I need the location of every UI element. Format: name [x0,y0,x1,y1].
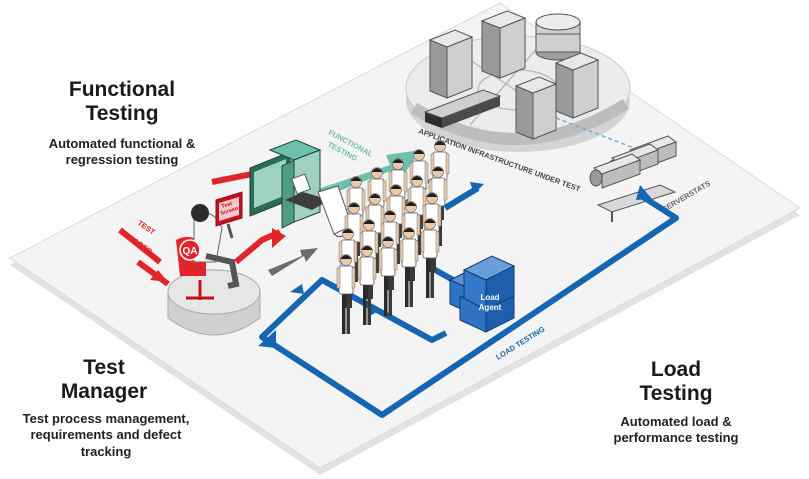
server-icon [554,52,600,119]
server-icon [514,76,558,140]
monitoring-link [555,117,666,161]
functional-title-line1: Functional [68,78,176,101]
virtual-user-figure [357,245,377,325]
load-title-line2: Testing [639,382,713,406]
server-icon [480,10,527,79]
load-desc-line2: performance testing [613,430,739,446]
test-screen-label-1: Test [221,201,233,210]
manager-desc-line1: Test process management, [22,411,190,426]
workstation-icon [249,139,330,229]
virtual-user-figure [420,218,440,298]
red-arrowheads [150,228,286,282]
test-manager-description: Test process management, requirements an… [0,411,212,460]
virtual-user-figure [336,254,356,334]
load-agent-label-2: Agent [479,303,502,312]
camera-icon [589,153,642,189]
manager-title-line2: Manager [60,380,148,404]
test-manager-title: Test Manager [4,356,204,404]
load-testing-description: Automated load & performance testing [566,414,786,447]
manager-desc-line3: tracking [80,443,132,459]
server-icon [428,29,474,99]
rack-server-icon [423,89,502,128]
functional-desc-line1: Automated functional & [48,136,196,151]
virtual-user-figure [399,227,419,307]
qa-badge [179,239,201,261]
virtual-user-figure [378,236,398,316]
test-screen-monitor [215,191,243,239]
functional-desc-line2: regression testing [65,152,179,168]
virtual-users-crowd [336,140,450,334]
functional-title-line2: Testing [85,102,159,126]
load-agent-label-1: Load [480,293,499,302]
load-desc-line1: Automated load & [620,414,732,429]
test-screen-label-2: Screen [220,206,240,217]
manager-title-line1: Test [83,356,125,379]
manager-desc-line2: requirements and defect [30,427,182,443]
load-agent-icon [448,255,516,333]
functional-testing-description: Automated functional & regression testin… [12,136,232,169]
qa-badge-label: QA [183,246,198,257]
load-title-line1: Load [650,358,702,381]
load-testing-title: Load Testing [576,358,776,406]
functional-testing-title: Functional Testing [22,78,222,126]
load-arrowheads [258,182,652,348]
database-icon [535,13,581,61]
qa-tester-figure [167,191,261,336]
